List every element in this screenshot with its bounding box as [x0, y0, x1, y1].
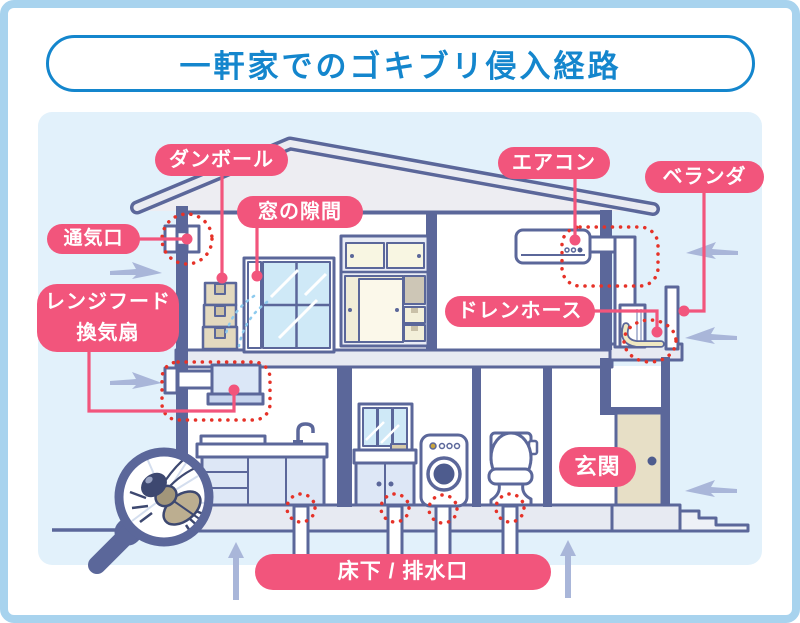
connector-drain-hose: [592, 309, 659, 330]
closet: [339, 234, 430, 348]
highlight-vent: [160, 212, 214, 266]
balcony-railing: [664, 285, 680, 351]
entry-point-highlights: [160, 212, 678, 525]
toilet: [487, 431, 539, 507]
cardboard-boxes: [201, 281, 239, 351]
porch-steps: [610, 503, 750, 533]
highlight-pipe: [379, 492, 411, 524]
entry-arrow-icon: [685, 327, 737, 344]
entry-arrow-up-icon: [228, 542, 244, 600]
label-window-gap: 窓の隙間: [237, 196, 363, 228]
range-hood: [163, 363, 265, 406]
magnifying-glass-icon: [88, 447, 214, 574]
entry-arrow-icon: [686, 242, 738, 259]
roof: [130, 136, 660, 216]
label-underfloor-drain: 床下 / 排水口: [255, 554, 551, 590]
highlight-pipe: [494, 492, 526, 524]
label-air-vent: 通気口: [47, 224, 140, 254]
connector-range-hood: [87, 350, 236, 413]
drain-hose: [621, 322, 665, 348]
walls: [176, 206, 670, 531]
label-entrance: 玄関: [559, 447, 636, 487]
sink-faucet: [296, 422, 315, 444]
entry-arrow-icon: [110, 262, 162, 279]
highlight-drain-hose: [622, 318, 678, 364]
cockroach-icon: [129, 456, 205, 535]
washing-machine: [419, 433, 469, 508]
bathroom-vanity: [352, 402, 418, 507]
entry-arrow-icon: [110, 372, 162, 389]
label-connectors: [87, 172, 706, 413]
label-cardboard: ダンボール: [155, 144, 288, 176]
label-veranda: ベランダ: [645, 161, 764, 193]
highlight-aircon: [560, 225, 660, 288]
kitchen-counter: [195, 422, 329, 507]
label-air-conditioner: エアコン: [498, 147, 610, 179]
highlight-pipe: [285, 492, 317, 524]
door-knob: [647, 456, 657, 466]
air-conditioner: [514, 228, 592, 265]
label-drain-hose: ドレンホース: [445, 296, 595, 327]
connector-dots: [181, 233, 690, 396]
highlight-pipe: [427, 493, 459, 525]
page-title: 一軒家でのゴキブリ侵入経路: [46, 35, 755, 92]
highlight-range-hood: [160, 360, 272, 422]
label-range-hood-fan: レンジフード 換気扇: [37, 284, 179, 352]
entry-arrow-icon: [685, 480, 737, 497]
underfloor-pipes: [292, 504, 519, 558]
connector-veranda: [688, 190, 706, 313]
entry-arrow-up-icon: [560, 540, 576, 598]
